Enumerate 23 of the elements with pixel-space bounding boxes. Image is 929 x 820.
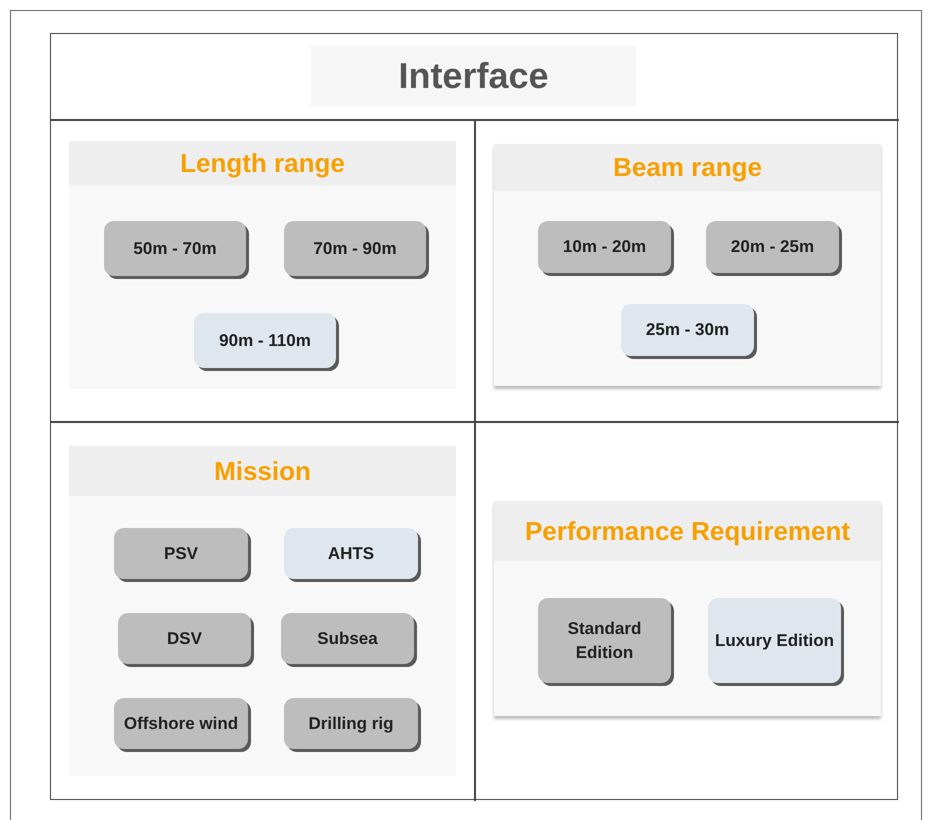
option-chip: 90m - 110m bbox=[194, 313, 336, 368]
option-chip: 25m - 30m bbox=[621, 304, 754, 356]
option-chip: Drilling rig bbox=[284, 698, 418, 749]
option-chip: 20m - 25m bbox=[706, 221, 839, 273]
option-chip: Offshore wind bbox=[114, 698, 248, 749]
option-panel bbox=[494, 501, 881, 716]
option-chip: AHTS bbox=[284, 528, 418, 579]
panel-heading: Performance Requirement bbox=[494, 501, 881, 561]
option-chip: Luxury Edition bbox=[708, 598, 841, 683]
option-chip: Subsea bbox=[281, 613, 414, 664]
option-panel bbox=[69, 141, 456, 389]
option-chip: DSV bbox=[118, 613, 251, 664]
option-chip: 10m - 20m bbox=[538, 221, 671, 273]
panel-heading: Beam range bbox=[494, 144, 881, 191]
option-chip: PSV bbox=[114, 528, 248, 579]
option-chip: 70m - 90m bbox=[284, 221, 426, 276]
table-title: Interface bbox=[311, 46, 636, 106]
panel-heading: Length range bbox=[69, 141, 456, 186]
panel-heading: Mission bbox=[69, 446, 456, 496]
option-chip: Standard Edition bbox=[538, 598, 671, 683]
option-panel bbox=[69, 446, 456, 776]
option-chip: 50m - 70m bbox=[104, 221, 246, 276]
option-panel bbox=[494, 144, 881, 386]
